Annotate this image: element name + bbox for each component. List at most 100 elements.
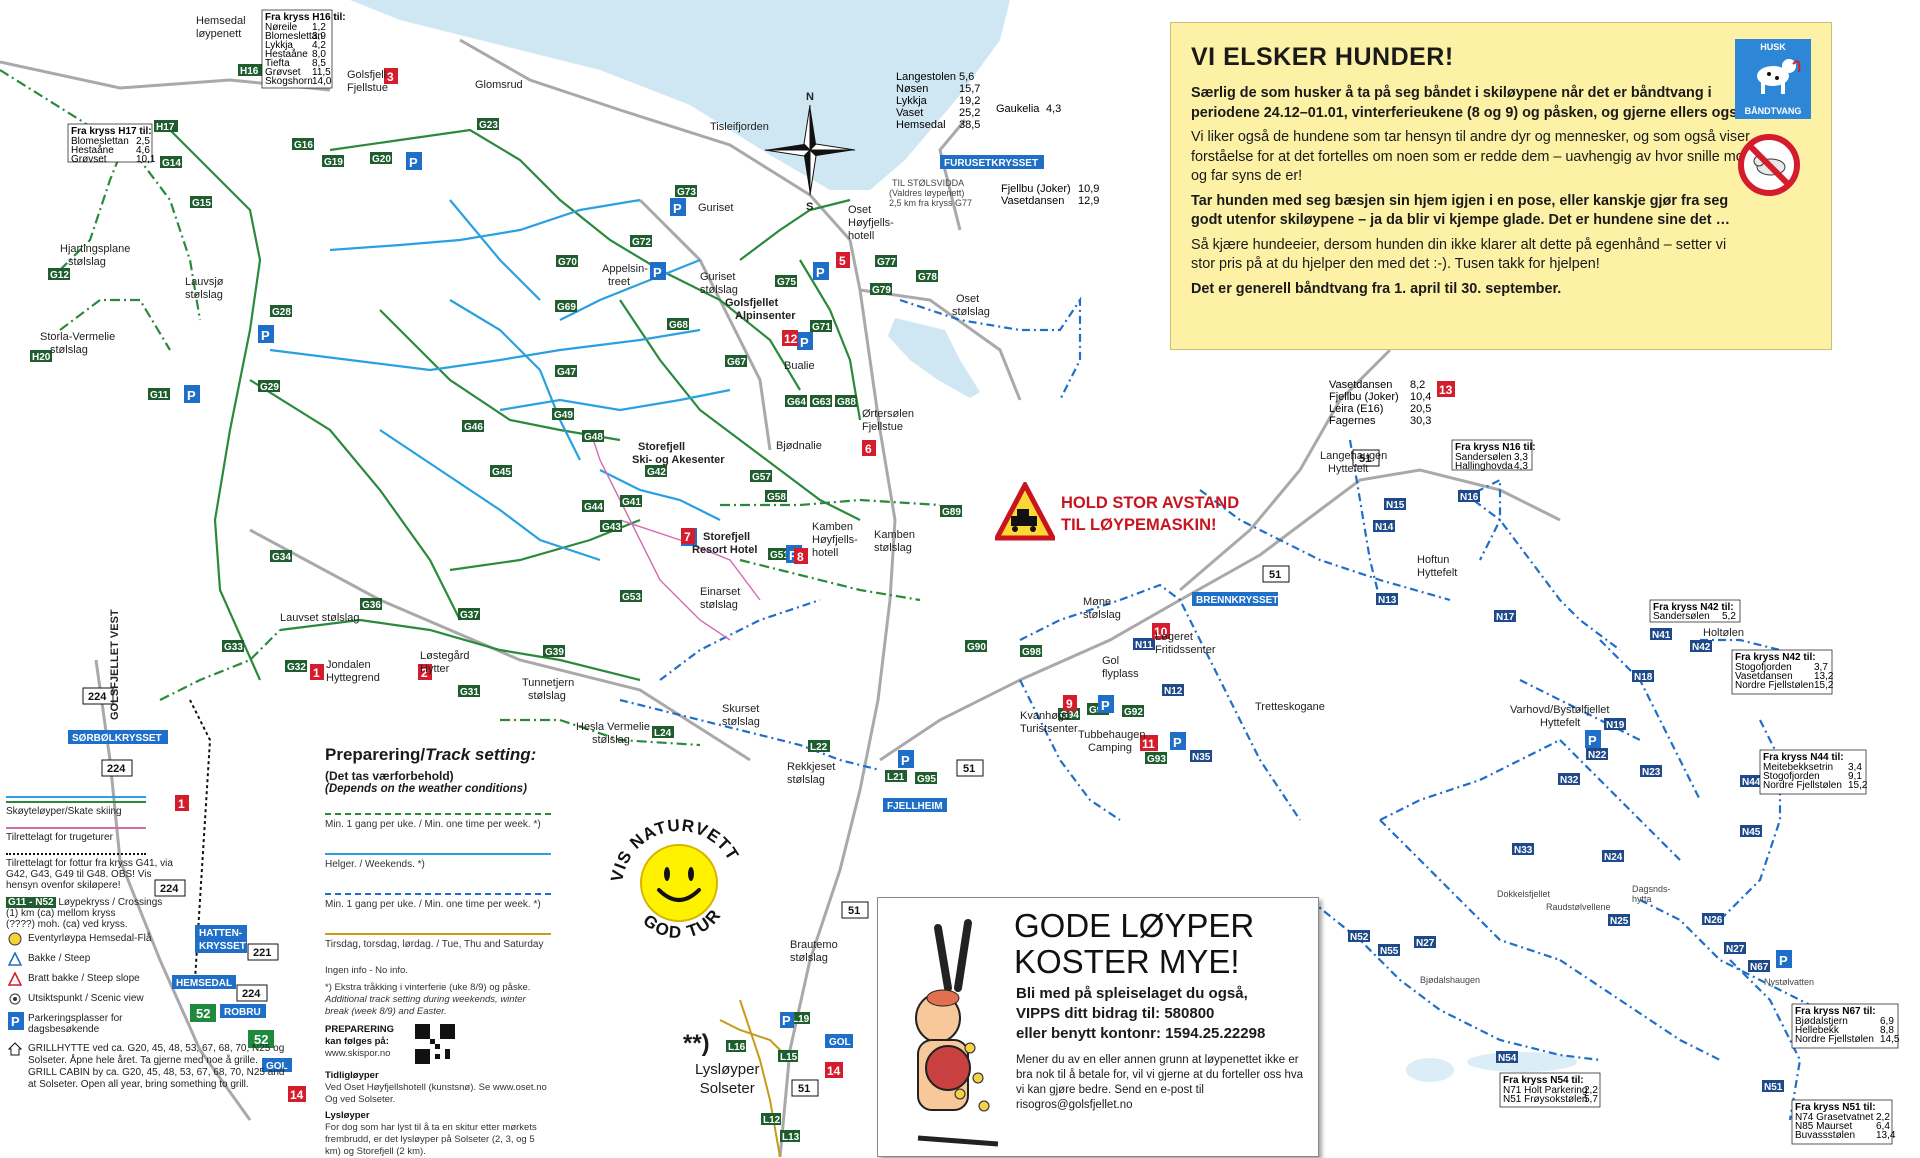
svg-text:Appelsin-: Appelsin- [602,263,648,275]
svg-text:Tubbehaugen: Tubbehaugen [1078,729,1146,741]
distance-km: 3,7 [1814,662,1828,673]
svg-text:Fra kryss H17 til:: Fra kryss H17 til: [71,126,152,137]
svg-text:G16: G16 [294,140,313,151]
svg-text:S: S [806,201,813,213]
track-setting-notes: *) Ekstra tråkking i vinterferie (uke 8/… [325,982,547,1157]
svg-text:løypenett: løypenett [196,28,241,40]
no-dog-mess-icon [1738,134,1800,196]
numbered-markers: 3 5 12 6 7 8 1 2 1 9 10 11 13 14 14 [175,68,1455,1102]
distance-km: 8,8 [1880,1025,1894,1036]
svg-text:treet: treet [608,276,630,288]
svg-text:Varhovd/Bystølfjellet: Varhovd/Bystølfjellet [1510,704,1609,716]
svg-text:Golsfjellet: Golsfjellet [725,297,779,309]
svg-text:G15: G15 [192,198,211,209]
svg-text:N25: N25 [1610,916,1629,927]
distance-destination: Lykkja [265,40,293,51]
distance-km: 3,3 [1514,452,1528,463]
warning-line-1: HOLD STOR AVSTAND [1061,494,1240,512]
svg-text:Fra kryss H16 til:: Fra kryss H16 til: [265,12,346,23]
snowshoe-trails [589,429,761,641]
svg-text:G19: G19 [324,157,343,168]
svg-text:P: P [782,1013,791,1028]
svg-text:stølslag: stølslag [700,284,738,296]
distance-destination: Fjellbu (Joker) [1001,183,1071,195]
svg-text:N27: N27 [1726,944,1745,955]
svg-text:G64: G64 [787,397,806,408]
distance-km: 10,9 [1078,183,1099,195]
svg-text:G98: G98 [1022,647,1041,658]
svg-text:ROBRU: ROBRU [224,1007,261,1018]
svg-text:224: 224 [88,691,107,703]
svg-text:52: 52 [196,1006,210,1021]
svg-text:52: 52 [254,1032,268,1047]
svg-text:G39: G39 [545,647,564,658]
svg-text:G45: G45 [492,467,511,478]
svg-text:Tunnetjern: Tunnetjern [522,677,574,689]
svg-text:G77: G77 [877,257,896,268]
map-legend: Skøyteløyper/Skate skiing Tilrettelagt f… [6,790,302,1110]
track-setting-text: Tirsdag, torsdag, lørdag. / Tue, Thu and… [325,939,544,950]
svg-text:G47: G47 [557,367,576,378]
svg-text:Hyttegrend: Hyttegrend [326,672,380,684]
svg-text:H16: H16 [240,66,259,77]
svg-text:L16: L16 [728,1042,746,1053]
svg-text:Ski- og Akesenter: Ski- og Akesenter [632,454,725,466]
svg-text:Bjødnalie: Bjødnalie [776,440,822,452]
track-line-swatch [325,933,551,935]
svg-text:hotell: hotell [812,547,838,559]
compass-rose: N S [764,91,856,213]
svg-text:P: P [800,335,809,350]
legend-steep: Bakke / Steep [6,950,302,970]
distance-destination: Leira (E16) [1329,403,1383,415]
svg-text:Golsfjell: Golsfjell [347,69,386,81]
distance-km: 12,9 [1078,195,1099,207]
svg-text:Guriset: Guriset [698,202,733,214]
golsfjellet-vest-label: GOLSFJELLET VEST [109,609,121,720]
svg-text:Bualie: Bualie [784,360,815,372]
track-setting-text: Min. 1 gang per uke. / Min. one time per… [325,819,541,830]
donation-call: Bli med på spleiselaget du også, VIPPS d… [1016,985,1266,1042]
svg-text:G43: G43 [602,522,621,533]
svg-text:N44: N44 [1742,777,1761,788]
distance-destination: Sandersølen [1455,452,1512,463]
distance-destination: Sandersølen [1653,611,1710,622]
eventyr-icon [8,932,22,946]
svg-text:Alpinsenter: Alpinsenter [735,310,796,322]
svg-text:G89: G89 [942,507,961,518]
svg-text:12: 12 [784,332,798,346]
svg-text:1: 1 [178,797,185,811]
distance-km: 4,2 [312,40,326,51]
steep-slope-icon [8,972,22,986]
donation-body: Mener du av en eller annen grunn at løyp… [1016,1054,1304,1111]
svg-text:G93: G93 [1147,754,1166,765]
svg-text:Høyfjells-: Høyfjells- [848,217,894,229]
svg-text:Jondalen: Jondalen [326,659,371,671]
svg-text:N14: N14 [1375,522,1394,533]
distance-km: 10,4 [1410,391,1431,403]
svg-text:G75: G75 [777,277,796,288]
svg-text:P: P [261,328,270,343]
distance-km: 15,2 [1848,780,1868,791]
svg-text:G57: G57 [752,472,771,483]
distance-destination: Grøvset [71,154,107,165]
distance-destination: Nøsen [896,83,928,95]
svg-text:224: 224 [242,988,261,1000]
track-setting-legend: Preparering/Track setting: (Det tas værf… [325,745,551,1158]
svg-text:GOL: GOL [266,1061,288,1072]
distance-km: 14,0 [312,76,332,87]
svg-text:stølslag: stølslag [787,774,825,786]
svg-text:P: P [1779,953,1788,968]
svg-text:H20: H20 [32,352,51,363]
svg-text:FJELLHEIM: FJELLHEIM [887,801,943,812]
svg-text:P: P [653,265,662,280]
svg-text:P: P [409,155,418,170]
lake-mykkelsjoen [1406,1058,1454,1082]
distance-destination: Meitebekksetrin [1763,762,1833,773]
svg-text:14: 14 [827,1064,841,1078]
svg-text:Hemsedal: Hemsedal [196,15,246,27]
svg-text:Ørtersølen: Ørtersølen [862,408,914,420]
svg-text:N67: N67 [1750,962,1769,973]
legend-km: (1) km (ca) mellom kryss [6,908,116,919]
svg-text:BRENNKRYSSET: BRENNKRYSSET [1196,595,1278,606]
